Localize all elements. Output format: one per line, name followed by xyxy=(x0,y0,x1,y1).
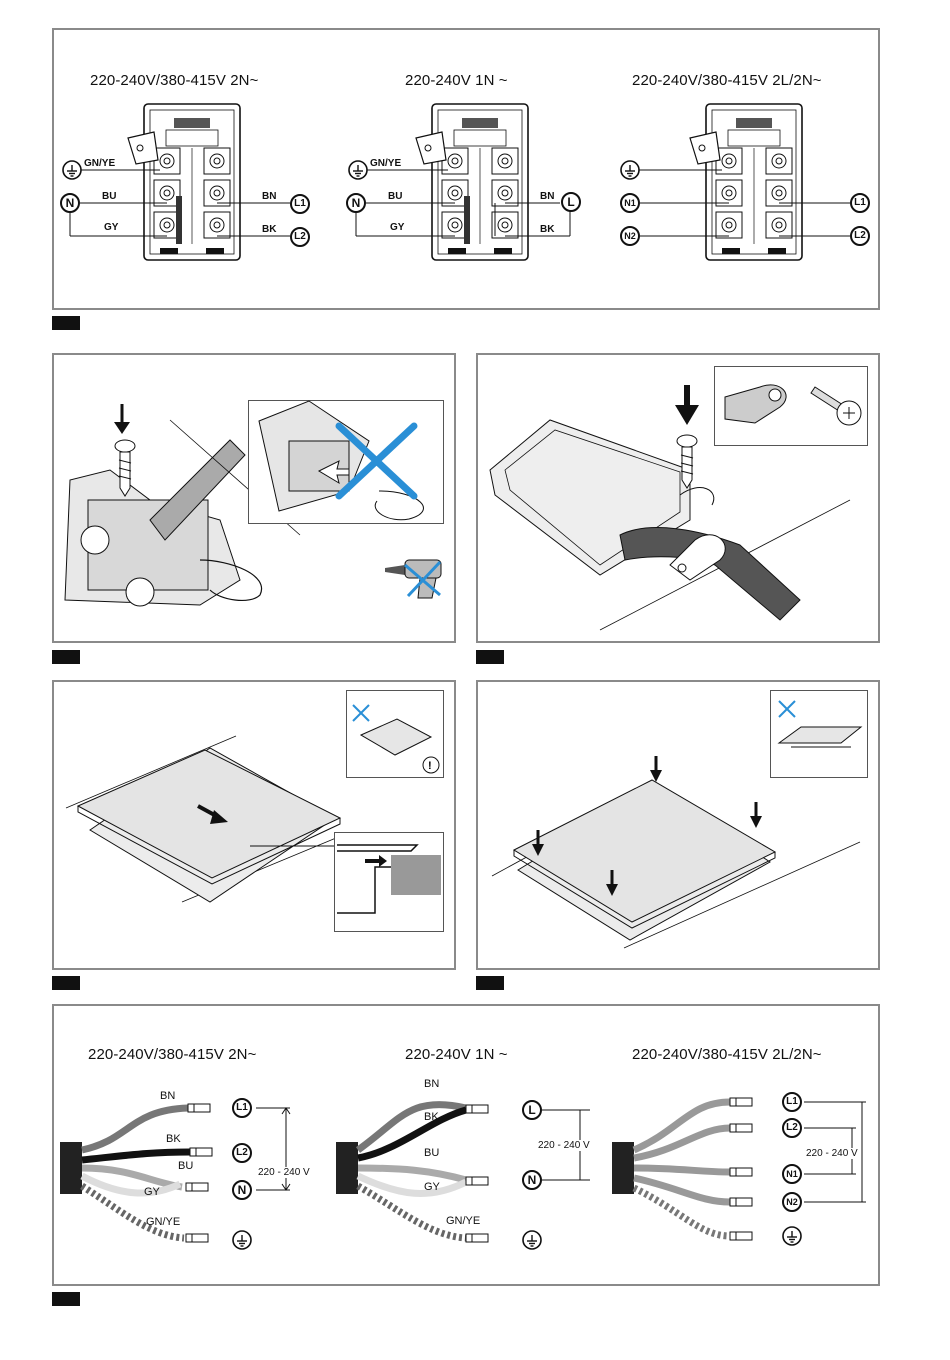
phase-l-symbol: L xyxy=(522,1100,542,1120)
phase-l2-symbol: L2 xyxy=(782,1118,802,1138)
earth-ground-icon xyxy=(523,1231,541,1249)
wire-label-bk: BK xyxy=(424,1111,439,1123)
wire-label-gnye: GN/YE xyxy=(146,1216,180,1228)
earth-ground-icon xyxy=(783,1227,801,1245)
neutral-n2-symbol: N2 xyxy=(782,1192,802,1212)
wire-label-bu: BU xyxy=(178,1160,193,1172)
wire-label-gy: GY xyxy=(144,1186,160,1198)
wire-label-bn: BN xyxy=(160,1090,175,1102)
neutral-symbol: N xyxy=(232,1180,252,1200)
wire-label-bn: BN xyxy=(424,1078,439,1090)
wire-label-bu: BU xyxy=(424,1147,439,1159)
phase-l1-symbol: L1 xyxy=(232,1098,252,1118)
wire-label-gy: GY xyxy=(424,1181,440,1193)
wire-label-gnye: GN/YE xyxy=(446,1215,480,1227)
voltage-label: 220 - 240 V xyxy=(258,1167,310,1178)
wire-label-bk: BK xyxy=(166,1133,181,1145)
phase-l2-symbol: L2 xyxy=(232,1143,252,1163)
phase-l1-symbol: L1 xyxy=(782,1092,802,1112)
earth-ground-icon xyxy=(233,1231,251,1249)
neutral-symbol: N xyxy=(522,1170,542,1190)
neutral-n1-symbol: N1 xyxy=(782,1164,802,1184)
voltage-label: 220 - 240 V xyxy=(806,1148,858,1159)
voltage-label: 220 - 240 V xyxy=(538,1140,590,1151)
